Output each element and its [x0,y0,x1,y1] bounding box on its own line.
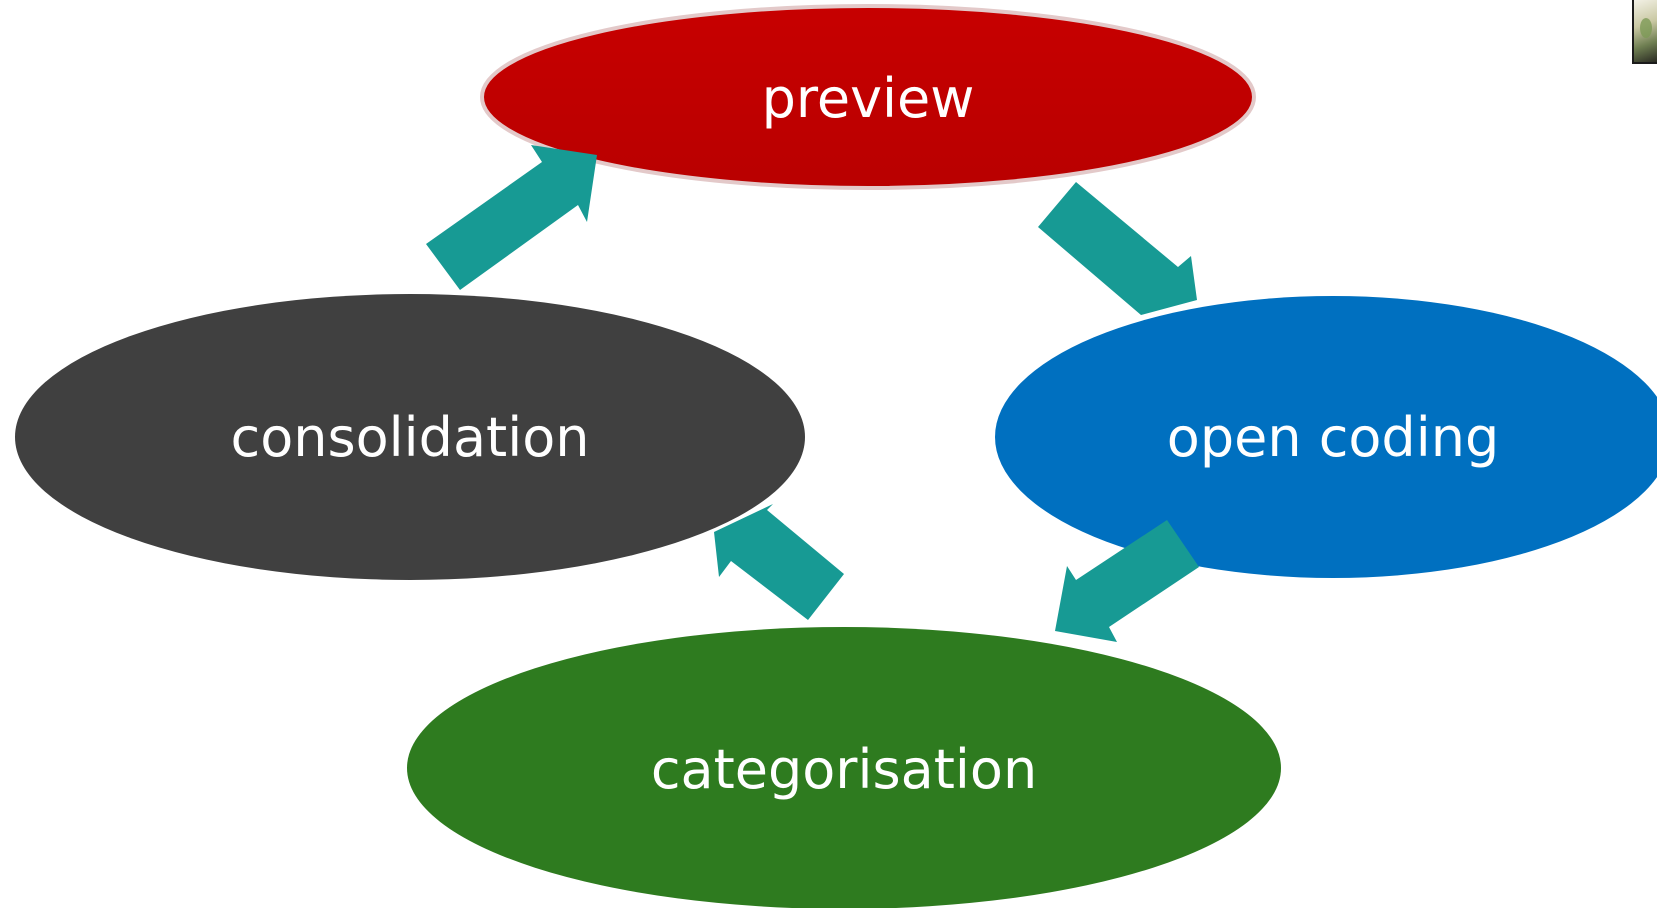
arrow-open-coding-to-categorisation [1055,520,1199,642]
node-open-coding: open coding [995,296,1657,578]
node-preview: preview [480,4,1256,190]
photo-thumbnail-icon [1632,0,1657,64]
node-categorisation-label: categorisation [651,738,1037,801]
node-preview-label: preview [762,67,975,130]
node-categorisation: categorisation [407,627,1281,908]
arrow-consolidation-to-preview [426,145,597,290]
arrow-categorisation-to-consolidation [714,504,844,620]
arrow-preview-to-open-coding [1038,182,1197,315]
node-open-coding-label: open coding [1167,406,1499,469]
node-consolidation-label: consolidation [231,406,590,469]
node-categorisation-shape [407,627,1281,908]
node-open-coding-shape [995,296,1657,578]
node-consolidation: consolidation [15,294,805,580]
node-preview-shape [480,4,1256,190]
node-consolidation-shape [15,294,805,580]
thumbnail-leaf-shape [1640,18,1652,38]
